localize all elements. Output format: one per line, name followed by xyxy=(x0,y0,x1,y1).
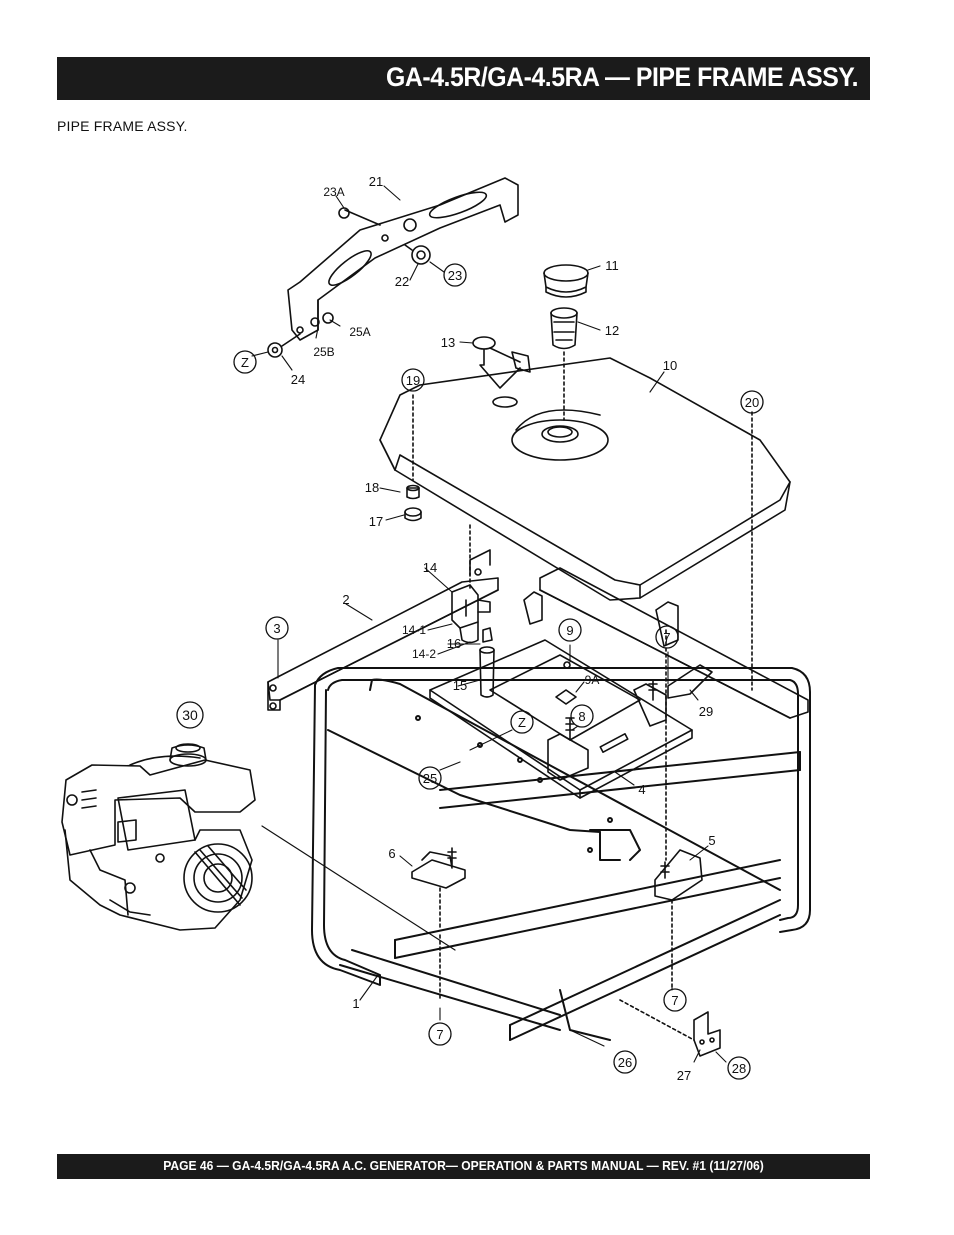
callout-5: 5 xyxy=(708,833,715,848)
footer-text: PAGE 46 — GA-4.5R/GA-4.5RA A.C. GENERATO… xyxy=(163,1158,764,1173)
callout-4: 4 xyxy=(638,782,645,797)
section-label: PIPE FRAME ASSY. xyxy=(57,118,188,134)
fuel-pipe xyxy=(479,646,495,698)
callout-15: 15 xyxy=(453,678,467,693)
callout-25: 25 xyxy=(423,771,437,786)
fuel-strainer xyxy=(550,307,578,421)
exploded-parts-diagram: 21 23A 23 22 11 12 25A 25B 13 Z 24 10 19… xyxy=(61,174,811,1083)
mounting-bracket xyxy=(619,999,721,1057)
callout-6: 6 xyxy=(388,846,395,861)
callout-16: 16 xyxy=(447,636,461,651)
callout-13: 13 xyxy=(441,335,455,350)
tank-mount-hardware xyxy=(404,394,753,691)
callout-22: 22 xyxy=(395,274,409,289)
callout-10: 10 xyxy=(663,358,677,373)
callout-11: 11 xyxy=(605,258,619,273)
callout-17: 17 xyxy=(369,514,383,529)
callout-26: 26 xyxy=(618,1055,632,1070)
fuel-cap xyxy=(543,264,589,298)
callout-14: 14 xyxy=(423,560,437,575)
callout-30: 30 xyxy=(182,707,198,723)
callout-28: 28 xyxy=(732,1061,746,1076)
bracket-hardware xyxy=(267,207,431,358)
callout-12: 12 xyxy=(605,323,619,338)
callout-25a: 25A xyxy=(349,325,370,339)
callout-19: 19 xyxy=(406,373,420,388)
callout-9a: 9A xyxy=(585,673,600,687)
callout-circles xyxy=(176,263,764,1080)
page-title: GA-4.5R/GA-4.5RA — PIPE FRAME ASSY. xyxy=(385,62,859,92)
leader-lines xyxy=(251,185,727,1063)
callout-18: 18 xyxy=(365,480,379,495)
callout-25b: 25B xyxy=(313,345,334,359)
engine xyxy=(61,743,456,951)
callout-14-2: 14-2 xyxy=(412,647,436,661)
engine-base-plate xyxy=(429,639,693,799)
callout-8: 8 xyxy=(578,709,585,724)
frame-bracket xyxy=(667,664,713,699)
callout-29: 29 xyxy=(699,704,713,719)
title-bar: GA-4.5R/GA-4.5RA — PIPE FRAME ASSY. xyxy=(57,57,870,100)
callout-2: 2 xyxy=(342,592,349,607)
callout-3: 3 xyxy=(273,621,280,636)
callout-7b: 7 xyxy=(671,993,678,1008)
callout-24: 24 xyxy=(291,372,305,387)
callout-7c: 7 xyxy=(436,1027,443,1042)
pipe-frame xyxy=(311,667,811,1041)
callout-7a: 7 xyxy=(663,630,670,645)
callout-27: 27 xyxy=(677,1068,691,1083)
callout-z2: Z xyxy=(518,715,526,730)
callout-23: 23 xyxy=(448,268,462,283)
fuel-tank xyxy=(379,357,791,601)
fuel-gauge xyxy=(472,336,531,389)
vibration-mount-left xyxy=(411,847,466,1001)
callout-z1: Z xyxy=(241,355,249,370)
tank-support-rail xyxy=(523,567,809,719)
callout-21: 21 xyxy=(369,174,383,189)
callout-20: 20 xyxy=(745,395,759,410)
callout-1: 1 xyxy=(352,996,359,1011)
footer-bar: PAGE 46 — GA-4.5R/GA-4.5RA A.C. GENERATO… xyxy=(57,1154,870,1179)
callout-23a: 23A xyxy=(323,185,344,199)
callout-9: 9 xyxy=(566,623,573,638)
vibration-mount-right xyxy=(654,629,703,991)
callout-14-1: 14-1 xyxy=(402,623,426,637)
engine-bracket xyxy=(287,177,519,341)
